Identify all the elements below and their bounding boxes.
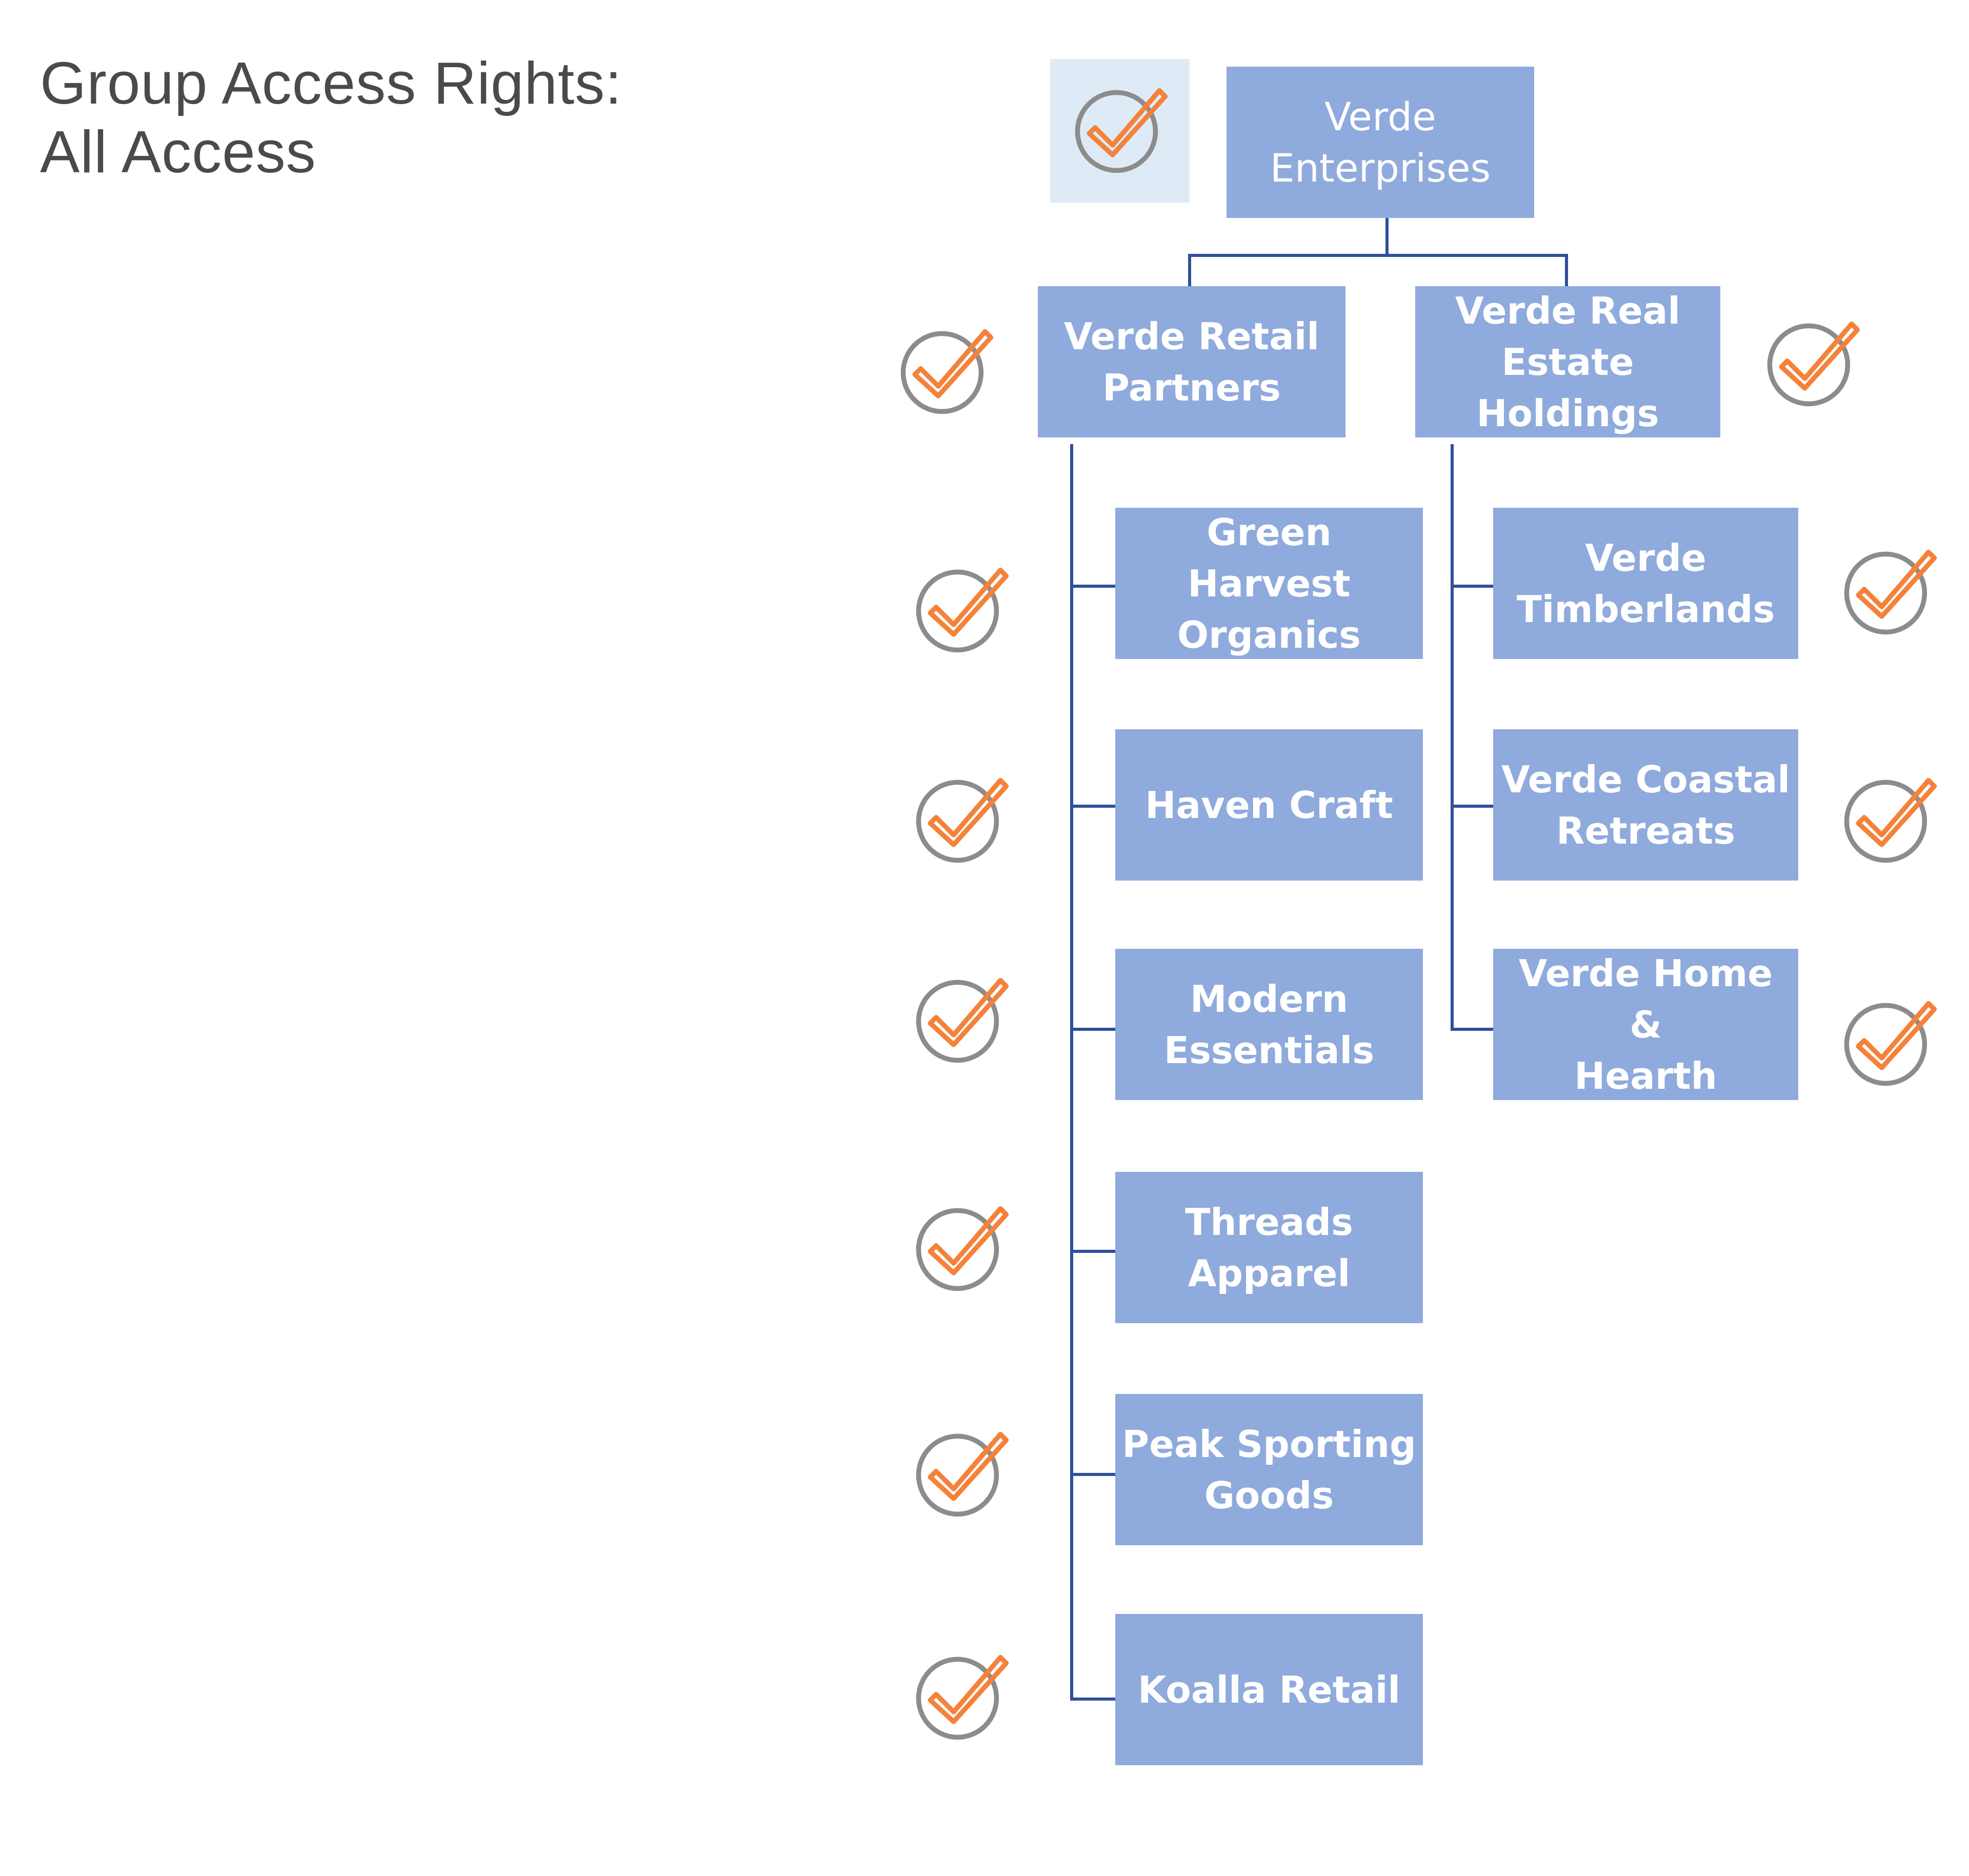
- node-label-line1: Verde Home &: [1518, 951, 1773, 1046]
- node-peak-sporting-goods[interactable]: Peak Sporting Goods: [1115, 1394, 1423, 1545]
- page-title: Group Access Rights: All Access: [40, 49, 622, 186]
- node-verde-retail-partners[interactable]: Verde Retail Partners: [1038, 286, 1345, 437]
- node-label-line2: Enterprises: [1270, 145, 1491, 191]
- node-label-line2: Partners: [1102, 366, 1281, 409]
- node-verde-timberlands[interactable]: Verde Timberlands: [1493, 508, 1798, 659]
- node-label-line1: Threads: [1185, 1200, 1353, 1244]
- green-harvest-check-icon[interactable]: [913, 556, 1010, 654]
- node-label-line1: Verde Coastal: [1501, 757, 1790, 801]
- threads-apparel-check-icon[interactable]: [913, 1195, 1010, 1292]
- root-check-icon[interactable]: [1072, 77, 1169, 174]
- node-label-line2: Essentials: [1163, 1028, 1375, 1072]
- haven-craft-check-icon[interactable]: [913, 767, 1010, 864]
- coastal-retreats-check-icon[interactable]: [1841, 767, 1938, 864]
- modern-essentials-check-icon[interactable]: [913, 967, 1010, 1064]
- node-label-line2: Estate Holdings: [1476, 340, 1659, 435]
- node-verde-enterprises[interactable]: Verde Enterprises: [1227, 67, 1534, 218]
- node-label-line1: Modern: [1190, 977, 1349, 1021]
- node-label-line1: Verde: [1324, 93, 1436, 139]
- node-label-line2: Organics: [1177, 613, 1361, 656]
- node-label-line2: Retreats: [1556, 809, 1735, 852]
- node-haven-craft[interactable]: Haven Craft: [1115, 729, 1423, 881]
- home-hearth-check-icon[interactable]: [1841, 990, 1938, 1087]
- node-label-line2: Goods: [1204, 1473, 1334, 1517]
- node-label-line2: Timberlands: [1516, 587, 1775, 631]
- node-label-line2: Hearth: [1574, 1054, 1717, 1097]
- node-label-line1: Green Harvest: [1188, 510, 1351, 605]
- node-green-harvest-organics[interactable]: Green Harvest Organics: [1115, 508, 1423, 659]
- node-modern-essentials[interactable]: Modern Essentials: [1115, 949, 1423, 1100]
- node-verde-coastal-retreats[interactable]: Verde Coastal Retreats: [1493, 729, 1798, 881]
- node-label-line1: Verde Retail: [1063, 314, 1320, 358]
- realestate-check-icon[interactable]: [1764, 310, 1861, 408]
- node-verde-home-hearth[interactable]: Verde Home & Hearth: [1493, 949, 1798, 1100]
- node-label-line1: Verde Real: [1455, 289, 1681, 332]
- node-label-line1: Koalla Retail: [1137, 1668, 1401, 1711]
- node-label-line2: Apparel: [1188, 1251, 1351, 1295]
- node-label-line1: Verde: [1585, 536, 1706, 580]
- node-verde-real-estate-holdings[interactable]: Verde Real Estate Holdings: [1415, 286, 1720, 437]
- node-threads-apparel[interactable]: Threads Apparel: [1115, 1172, 1423, 1323]
- koalla-retail-check-icon[interactable]: [913, 1644, 1010, 1741]
- title-line-1: Group Access Rights:: [40, 50, 622, 116]
- node-koalla-retail[interactable]: Koalla Retail: [1115, 1614, 1423, 1765]
- node-label-line1: Peak Sporting: [1122, 1422, 1416, 1466]
- title-line-2: All Access: [40, 118, 316, 185]
- node-label-line1: Haven Craft: [1145, 783, 1393, 827]
- peak-sporting-check-icon[interactable]: [913, 1421, 1010, 1518]
- root-check-highlight: [1050, 59, 1190, 203]
- retail-check-icon[interactable]: [897, 318, 995, 415]
- timberlands-check-icon[interactable]: [1841, 538, 1938, 636]
